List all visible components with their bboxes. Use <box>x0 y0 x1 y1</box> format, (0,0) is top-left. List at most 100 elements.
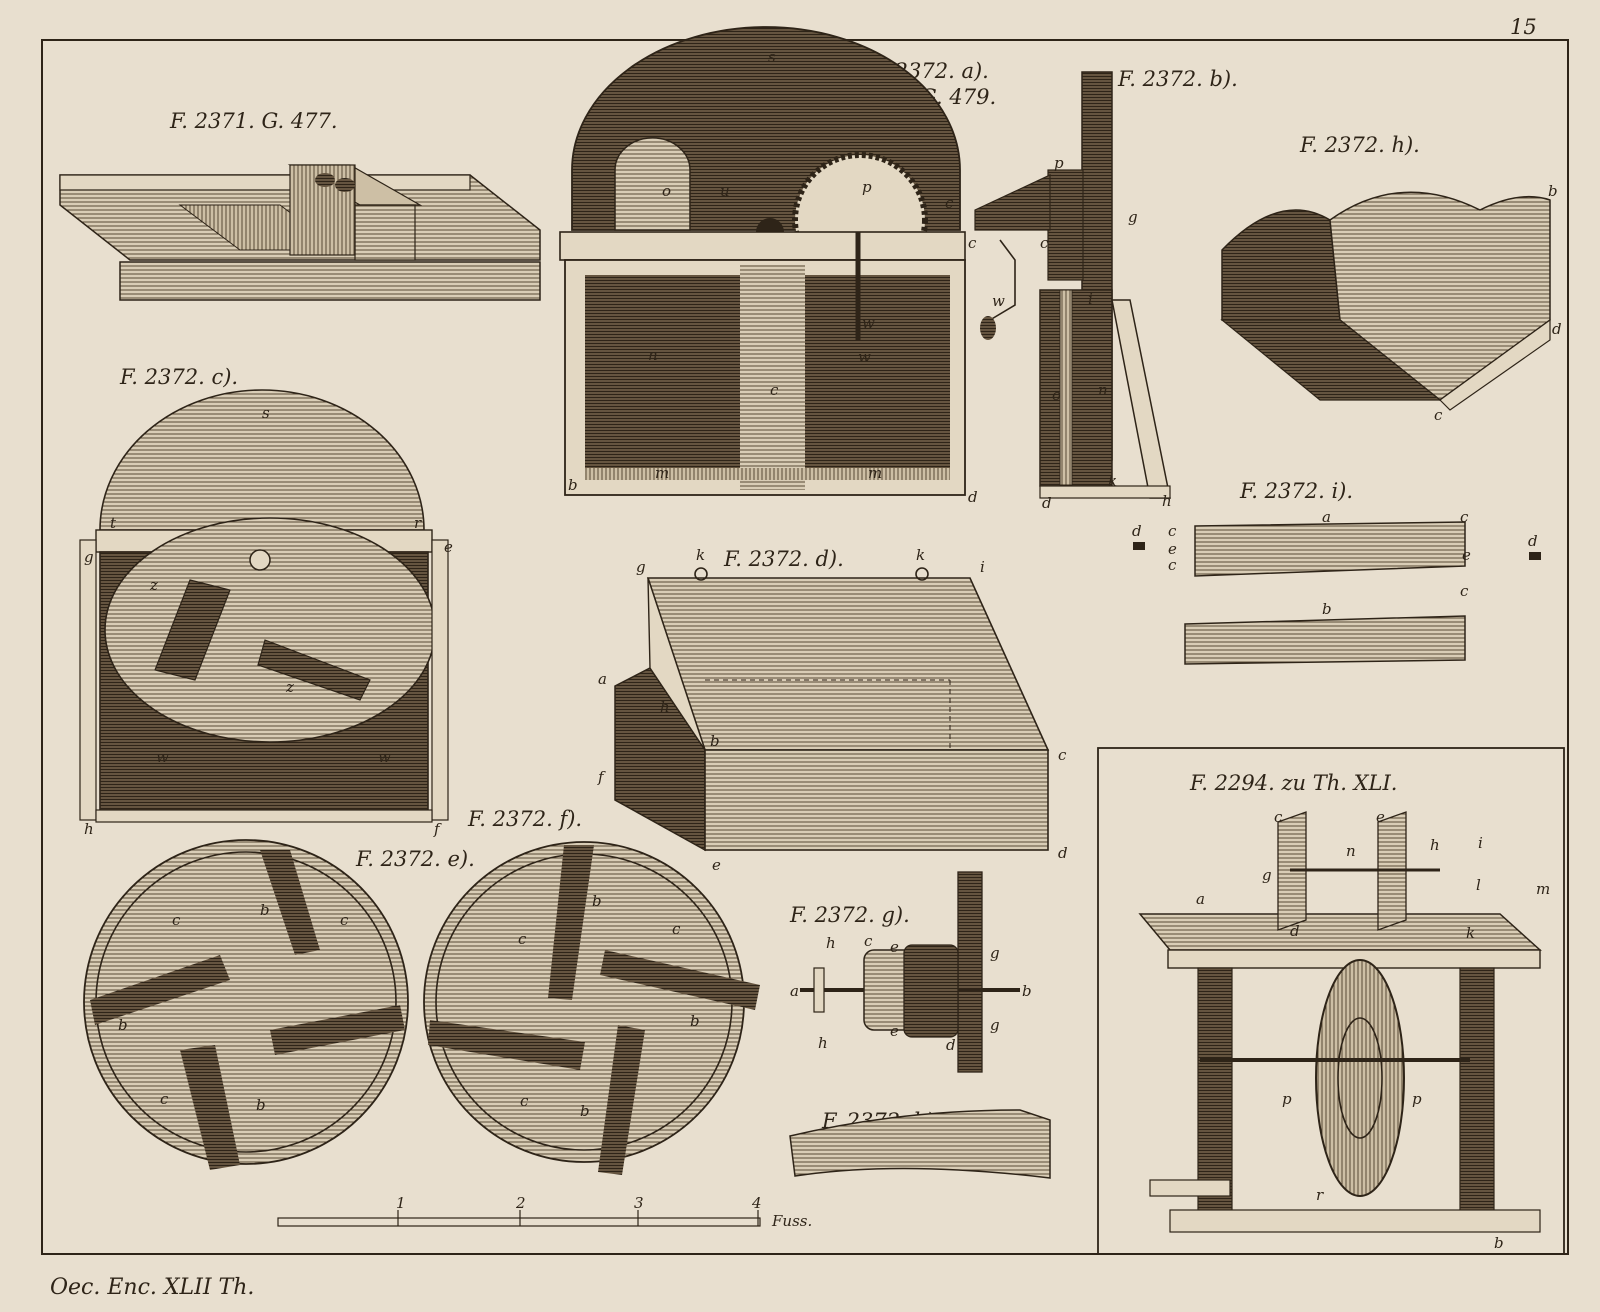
fig-d-label-g: g <box>636 558 646 576</box>
fig-g-label-a: a <box>790 982 799 1000</box>
figure-2372d-box: F. 2372. d). g k k i a h b c f e d <box>597 546 1068 874</box>
fig-c-label-z: z <box>149 576 158 594</box>
figure-2372a-mill-front: F. 2372. a). G. 479. s p o u c c b d m m… <box>559 26 996 506</box>
fig-a-label-s: s <box>768 48 776 66</box>
fig-l-label-n: n <box>1346 842 1356 860</box>
fig-c-label-e: e <box>444 538 453 556</box>
fig-g-label-g: g <box>990 944 1000 962</box>
fig-f-label-c3: c <box>520 1092 529 1110</box>
figure-2372g-caption: F. 2372. g). <box>789 903 910 927</box>
fig-b-label-h: h <box>1162 492 1172 510</box>
figure-2372b-caption: F. 2372. b). <box>1117 67 1238 91</box>
fig-d-label-e: e <box>712 856 721 874</box>
fig-l-label-h: h <box>1430 836 1440 854</box>
fig-e-label-b3: b <box>256 1096 266 1114</box>
fig-c-label-w2: w <box>378 748 391 766</box>
fig-e-label-c3: c <box>160 1090 169 1108</box>
figure-2371-sieve: F. 2371. G. 477. <box>59 109 541 301</box>
fig-c-label-t: t <box>110 514 117 532</box>
fig-l-label-b: b <box>1494 1234 1504 1252</box>
figure-2372k-curved-piece: F. 2372. k). <box>789 1109 1051 1179</box>
fig-g-label-c: c <box>864 932 873 950</box>
fig-b-label-o: o <box>1052 386 1061 404</box>
fig-l-label-k: k <box>1466 924 1475 942</box>
fig-d-label-d: d <box>1058 844 1068 862</box>
figure-2294-lathe: F. 2294. zu Th. XLI. a c e h i g n l m k… <box>1097 747 1565 1255</box>
fig-b-label-w: w <box>992 292 1005 310</box>
fig-c-label-g: g <box>84 548 94 566</box>
fig-f-label-c: c <box>518 930 527 948</box>
figure-2371-caption: F. 2371. G. 477. <box>169 109 338 133</box>
scale-tick-4: 4 <box>751 1194 762 1212</box>
fig-a-label-n: n <box>648 346 658 364</box>
fig-b-label-n: n <box>1098 381 1108 399</box>
fig-a-label-w: w <box>858 348 871 366</box>
figure-2372c-caption: F. 2372. c). <box>119 365 238 389</box>
fig-a-label-c: c <box>945 194 954 212</box>
figure-2372e-caption: F. 2372. e). <box>355 847 475 871</box>
fig-a-label-m2: m <box>868 464 882 482</box>
figure-2372f-caption: F. 2372. f). <box>467 807 582 831</box>
fig-a-label-m: m <box>655 464 669 482</box>
fig-f-label-c2: c <box>672 920 681 938</box>
figure-2294-caption: F. 2294. zu Th. XLI. <box>1189 771 1397 795</box>
fig-d-label-h: h <box>660 698 670 716</box>
figure-2372g-spindle: F. 2372. g). h h a b c e e g g d <box>789 871 1032 1073</box>
fig-l-label-r: r <box>1316 1186 1324 1204</box>
fig-d-label-k: k <box>696 546 705 564</box>
fig-l-label-p2: p <box>1412 1090 1422 1108</box>
fig-g-label-b: b <box>1022 982 1032 1000</box>
fig-g-label-e: e <box>890 938 899 956</box>
fig-a-label-d: d <box>968 488 978 506</box>
fig-d-label-f: f <box>597 768 606 786</box>
fig-b-label-d: d <box>1042 494 1052 512</box>
fig-i-label-d: d <box>1132 522 1142 540</box>
fig-l-label-c: c <box>1274 808 1283 826</box>
fig-b-label-g: g <box>1128 208 1138 226</box>
fig-i-label-b: b <box>1322 600 1332 618</box>
fig-l-label-d: d <box>1290 922 1300 940</box>
fig-i-label-e2: e <box>1462 546 1471 564</box>
fig-a-label-c2: c <box>968 234 977 252</box>
fig-h-label-c: c <box>1434 406 1443 424</box>
fig-a-label-c3: c <box>770 381 779 399</box>
fig-b-label-k: k <box>1108 472 1117 490</box>
fig-c-label-h: h <box>84 820 94 838</box>
figure-2372h-caption: F. 2372. h). <box>1299 133 1420 157</box>
figure-2372f-disc: F. 2372. f). c c c b b b <box>423 807 760 1175</box>
fig-f-label-b: b <box>592 892 602 910</box>
fig-i-label-c: c <box>1168 522 1177 540</box>
scale-tick-1: 1 <box>396 1194 406 1212</box>
figure-2372i-bars: F. 2372. i). a b c c c c e e d d <box>1132 479 1541 665</box>
fig-d-label-k2: k <box>916 546 925 564</box>
fig-i-label-c2: c <box>1168 556 1177 574</box>
fig-g-label-g2: g <box>990 1016 1000 1034</box>
figure-2372e-disc: F. 2372. e). c c c b b b <box>83 839 475 1170</box>
scale-bar: 1 2 3 4 Fuss. <box>277 1194 812 1230</box>
figure-2372i-caption: F. 2372. i). <box>1239 479 1353 503</box>
scale-tick-2: 2 <box>515 1194 526 1212</box>
fig-h-label-d: d <box>1552 320 1562 338</box>
fig-b-label-i: i <box>1088 290 1093 308</box>
fig-c-label-z2: z <box>285 678 294 696</box>
fig-a-label-u: u <box>720 182 730 200</box>
footer-caption: Oec. Enc. XLII Th. <box>50 1275 254 1300</box>
fig-e-label-b: b <box>260 901 270 919</box>
fig-d-label-i: i <box>980 558 985 576</box>
fig-a-label-p: p <box>862 178 872 196</box>
fig-a-label-o: o <box>662 182 671 200</box>
scale-unit: Fuss. <box>771 1212 812 1230</box>
fig-l-label-g: g <box>1262 866 1272 884</box>
figure-2372c-mill-section: F. 2372. c). s t r g e h f z z w w <box>79 365 453 838</box>
fig-l-label-l: l <box>1476 876 1481 894</box>
fig-c-label-f: f <box>433 820 442 838</box>
fig-e-label-c: c <box>172 911 181 929</box>
fig-i-label-c4: c <box>1460 582 1469 600</box>
figure-2372d-caption: F. 2372. d). <box>723 547 844 571</box>
fig-l-label-p: p <box>1282 1090 1292 1108</box>
fig-g-label-e2: e <box>890 1022 899 1040</box>
fig-c-label-w: w <box>156 748 169 766</box>
fig-c-label-s: s <box>262 404 270 422</box>
fig-f-label-b3: b <box>580 1102 590 1120</box>
